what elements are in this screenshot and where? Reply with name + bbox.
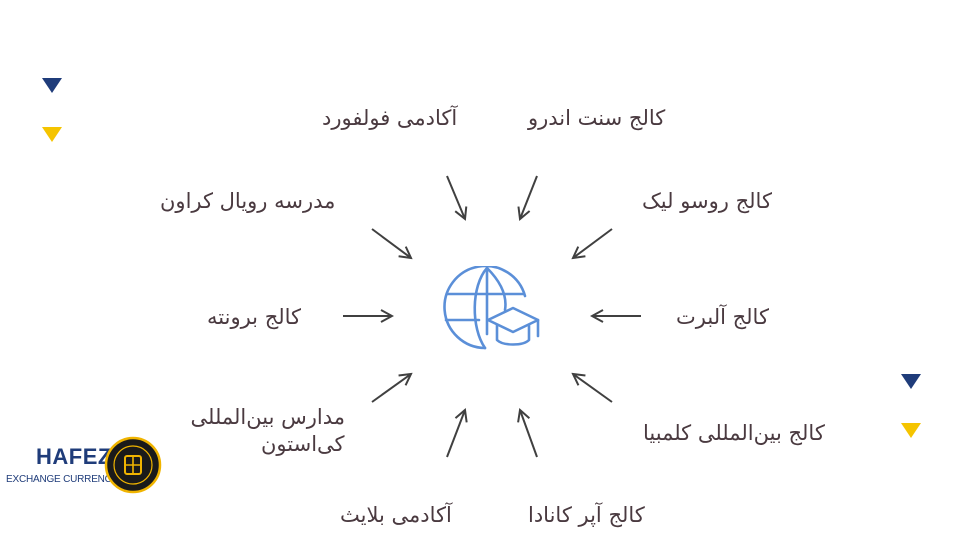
- arrow-upper-left: [371, 228, 411, 258]
- gold-triangle-marker: [42, 127, 62, 142]
- label-royal-crown-school: مدرسه رویال کراون: [160, 189, 336, 213]
- label-fulford-academy: آکادمی فولفورد: [322, 106, 458, 130]
- label-rousseau-lake-college: کالج روسو لیک: [642, 189, 772, 213]
- arrow-top-right: [520, 175, 538, 219]
- globe-graduation-cap-icon: [443, 266, 540, 350]
- label-columbia-intl-college: کالج بین‌المللی کلمبیا: [643, 421, 825, 445]
- hafez-logo: HAFEZ EXCHANGE CURRENCY: [4, 436, 164, 496]
- logo-name: HAFEZ: [36, 444, 112, 469]
- arrow-upper-right: [573, 228, 613, 258]
- label-keystone-intl-schools: مدارس بین‌المللی کی‌استون: [190, 404, 345, 459]
- label-st-andrews-college: کالج سنت اندرو: [528, 106, 666, 130]
- label-albert-college: کالج آلبرت: [676, 305, 769, 329]
- navy-triangle-marker: [901, 374, 921, 389]
- navy-triangle-marker: [42, 78, 62, 93]
- label-bronte-college: کالج برونته: [207, 305, 302, 329]
- gold-triangle-marker: [901, 423, 921, 438]
- arrow-bottom-left: [446, 410, 465, 458]
- label-keystone-line2: کی‌استون: [261, 432, 345, 457]
- label-upper-canada-college: کالج آپر کانادا: [528, 503, 645, 527]
- label-keystone-line1: مدارس بین‌المللی: [190, 405, 345, 429]
- arrow-top-left: [446, 175, 465, 219]
- logo-subtitle: EXCHANGE CURRENCY: [6, 474, 119, 485]
- arrow-lower-left: [371, 374, 411, 403]
- hafez-seal-icon: [104, 436, 162, 494]
- arrow-bottom-right: [520, 410, 538, 458]
- arrow-lower-right: [573, 374, 613, 403]
- label-blyth-academy: آکادمی بلایث: [340, 503, 452, 527]
